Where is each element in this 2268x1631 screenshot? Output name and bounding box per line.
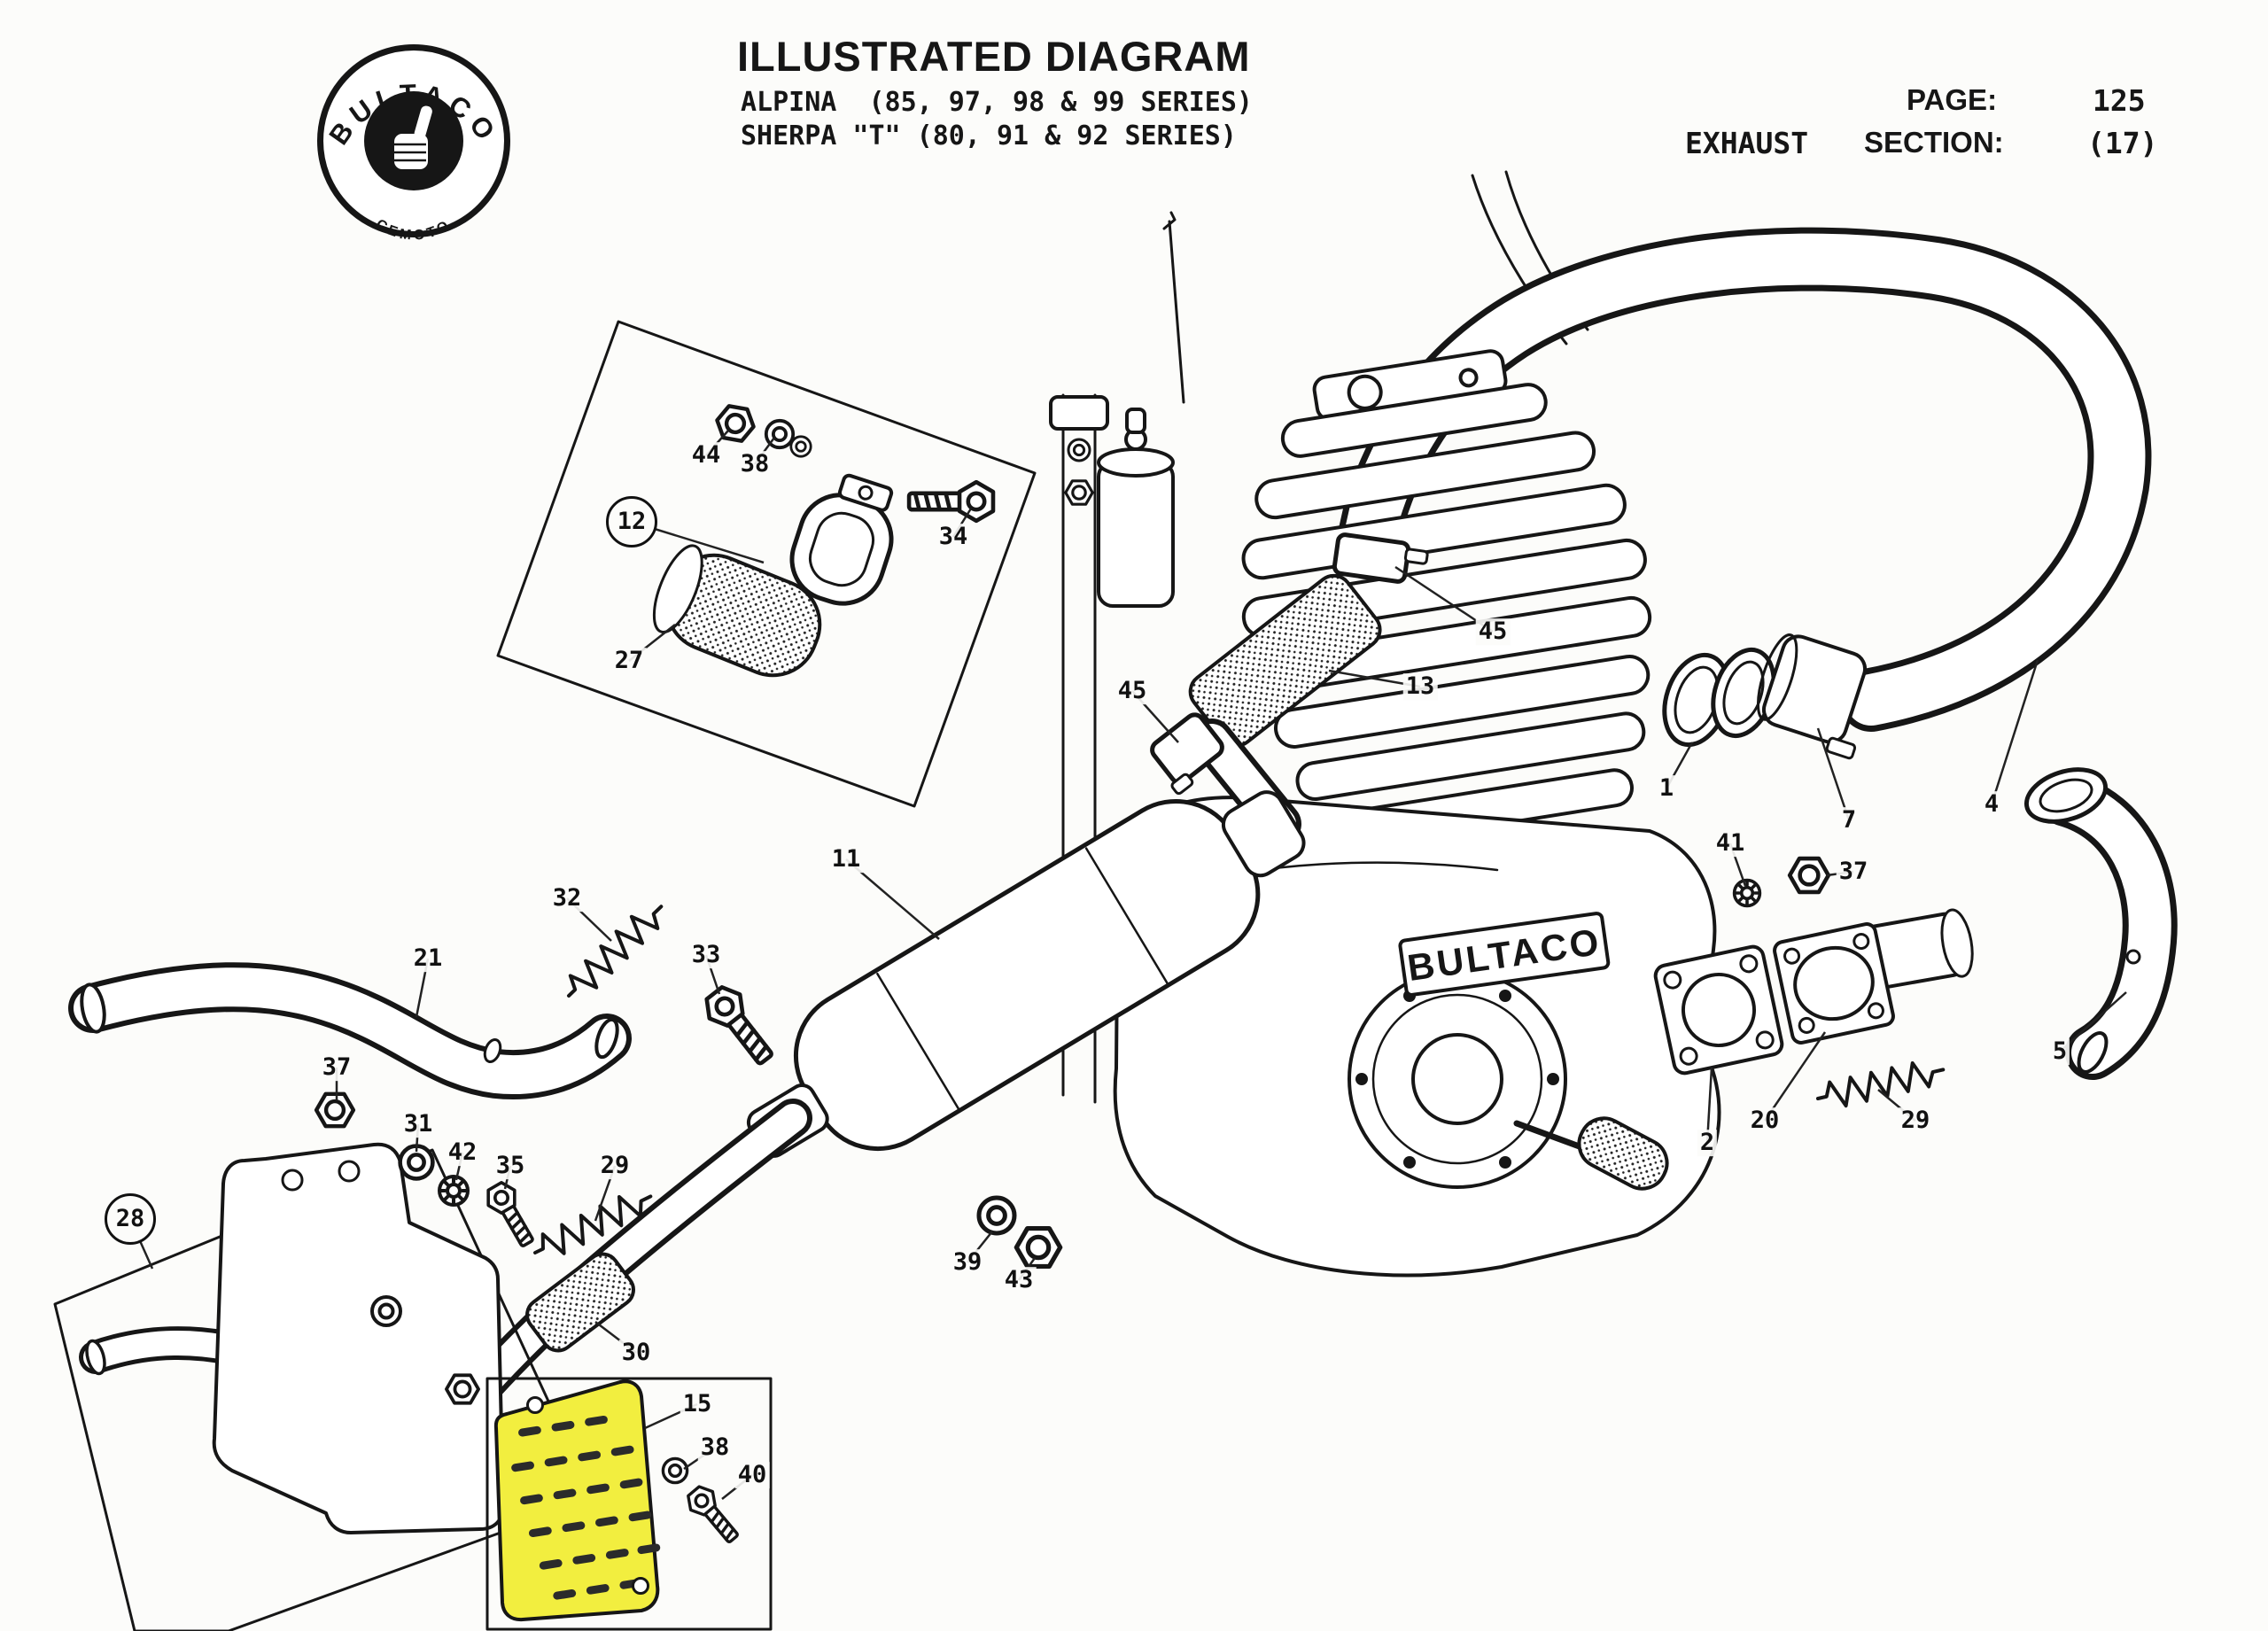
part-callout-2: 2	[1697, 1130, 1718, 1156]
elbow-pipe-5	[2023, 767, 2178, 1080]
model-series-line-2: SHERPA "T" (80, 91 & 92 SERIES)	[741, 120, 1237, 151]
part-callout-30: 30	[618, 1340, 654, 1366]
shield-inset-box	[485, 1377, 773, 1631]
part-callout-29: 29	[1898, 1107, 1933, 1134]
sleeve-30	[525, 1252, 635, 1353]
part-callout-35: 35	[493, 1153, 528, 1179]
bultaco-logo-art: BULTACO CEMOTO	[317, 44, 510, 244]
part-callout-42: 42	[445, 1139, 480, 1166]
part-callout-4: 4	[1981, 791, 2002, 818]
flange-2	[1653, 944, 1784, 1076]
part-callout-21: 21	[410, 945, 446, 972]
part-callout-31: 31	[400, 1111, 436, 1138]
clamp-45-lower	[1150, 712, 1224, 796]
section-number: (17)	[2087, 126, 2158, 160]
carb-body	[1097, 408, 1175, 608]
part-callout-37: 37	[319, 1054, 354, 1081]
part-callout-45: 45	[1115, 678, 1150, 704]
page-label: PAGE:	[1907, 83, 1998, 116]
part-callout-39: 39	[950, 1249, 985, 1276]
part-callout-11: 11	[828, 846, 864, 873]
part-callout-5: 5	[2049, 1038, 2070, 1065]
thumbs-up-hand-icon	[394, 105, 432, 169]
heat-shield-15	[493, 1379, 661, 1622]
part-callout-29: 29	[597, 1153, 633, 1179]
part-callout-40: 40	[734, 1462, 770, 1488]
page-title: ILLUSTRATED DIAGRAM	[737, 33, 1251, 80]
part-callout-44: 44	[688, 442, 724, 469]
part-callout-32: 32	[549, 885, 585, 912]
bultaco-logo: BULTACO CEMOTO	[312, 39, 516, 244]
part-callout-45: 45	[1475, 618, 1511, 645]
part-callout-15: 15	[680, 1391, 715, 1417]
collar-7	[1756, 633, 1868, 760]
part-callout-43: 43	[1001, 1267, 1037, 1293]
part-callout-7: 7	[1838, 807, 1860, 834]
exhaust-clamp-12	[789, 473, 894, 606]
part-callout-33: 33	[688, 942, 724, 968]
part-callout-38: 38	[737, 451, 773, 478]
part-callout-27: 27	[611, 648, 647, 674]
part-callout-28: 28	[105, 1193, 156, 1245]
section-label: SECTION:	[1864, 126, 2004, 159]
part-callout-34: 34	[936, 524, 971, 550]
part-callout-20: 20	[1747, 1107, 1783, 1134]
packing-27	[652, 544, 822, 678]
model-series-line-1: ALPINA (85, 97, 98 & 99 SERIES)	[741, 87, 1253, 118]
part-callout-38: 38	[697, 1434, 733, 1461]
crankcase: BULTACO	[1113, 796, 1721, 1278]
flange-20	[1773, 922, 1895, 1045]
side-plate-28	[212, 1142, 505, 1534]
part-callout-13: 13	[1402, 673, 1438, 700]
part-callout-1: 1	[1656, 775, 1677, 802]
part-callout-37: 37	[1836, 858, 1871, 885]
section-name: EXHAUST	[1685, 126, 1809, 160]
part-callout-12: 12	[606, 496, 657, 548]
clamp-inset-box	[496, 320, 1037, 808]
page-number: 125	[2093, 83, 2146, 118]
clamp-45-upper	[1332, 532, 1429, 584]
part-callout-41: 41	[1713, 830, 1748, 857]
rear-pipe-21	[68, 962, 632, 1099]
